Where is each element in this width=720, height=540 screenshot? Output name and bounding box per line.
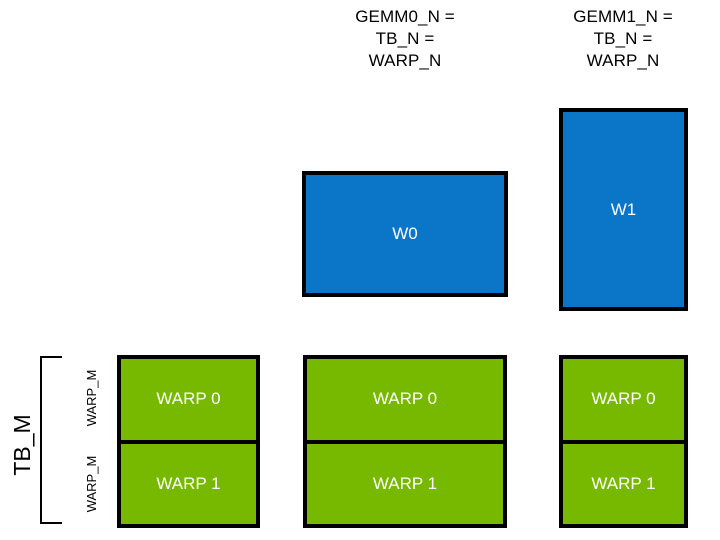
warp-row-column-middle: WARP 0 WARP 1	[303, 355, 507, 528]
warp-row-cell: WARP 1	[307, 439, 503, 524]
warp-row-label: WARP 0	[156, 389, 221, 409]
warp-m-label-row-0: WARP_M	[84, 369, 99, 427]
warp-row-cell: WARP 0	[121, 359, 256, 440]
warp-m-label-row-1: WARP_M	[84, 455, 99, 513]
tb-m-bracket	[40, 356, 62, 524]
warp-row-cell: WARP 1	[563, 439, 684, 524]
column-header-gemm1: GEMM1_N = TB_N = WARP_N	[573, 7, 673, 70]
warp-row-label: WARP 0	[372, 389, 438, 409]
tb-m-label: TB_M	[9, 414, 35, 476]
warp-tile-w0: W0	[302, 171, 508, 297]
warp-row-cell: WARP 0	[563, 359, 684, 440]
column-header-gemm0: GEMM0_N = TB_N = WARP_N	[355, 7, 455, 70]
warp-row-cell: WARP 0	[307, 359, 503, 440]
warp-row-label: WARP 0	[591, 389, 656, 409]
warp-tile-w0-label: W0	[392, 224, 418, 243]
warp-row-label: WARP 1	[156, 473, 221, 493]
warp-tile-w1: W1	[559, 108, 688, 311]
warp-tile-w1-label: W1	[610, 199, 637, 219]
warp-row-column-left: WARP 0 WARP 1	[117, 355, 260, 528]
warp-row-column-right: WARP 0 WARP 1	[559, 355, 688, 528]
warp-row-cell: WARP 1	[121, 439, 256, 524]
warp-row-label: WARP 1	[591, 473, 656, 493]
warp-row-label: WARP 1	[372, 473, 438, 493]
